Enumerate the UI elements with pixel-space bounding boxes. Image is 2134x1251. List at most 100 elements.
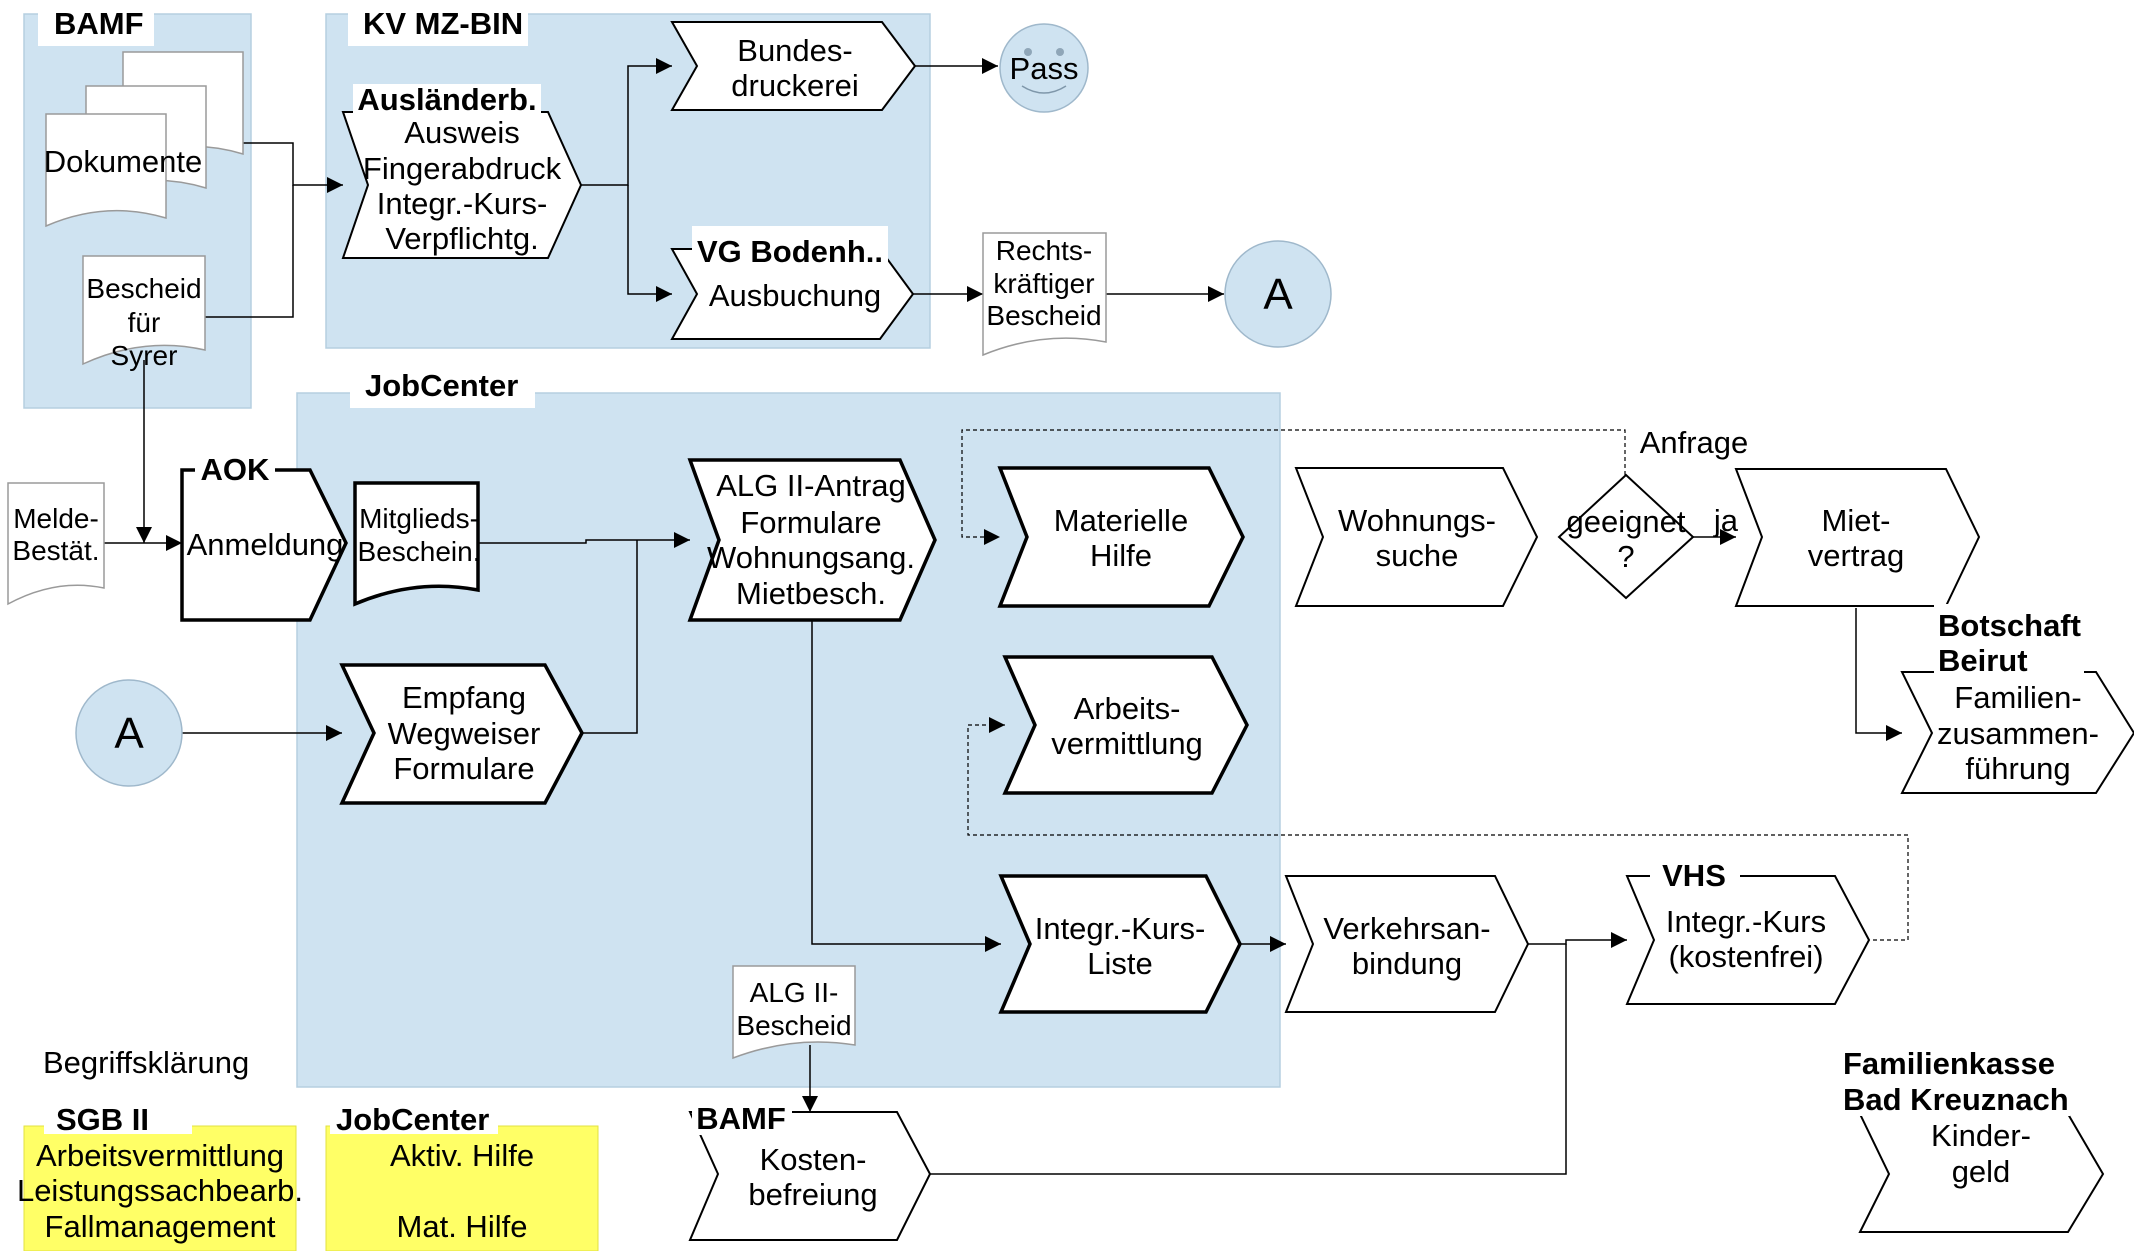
process-botschaft-beirut: Botschaft Beirut Familien- zusammen- füh… — [1900, 604, 2134, 794]
dashed-anfrage-to-materielle — [961, 429, 1626, 545]
svg-text:Beschein.: Beschein. — [358, 536, 481, 567]
legend-title: Begriffsklärung — [43, 1045, 249, 1080]
svg-text:Mietbesch.: Mietbesch. — [736, 576, 886, 611]
arrow-alg-to-ikliste — [811, 620, 1001, 952]
svg-text:Mat. Hilfe: Mat. Hilfe — [397, 1209, 528, 1244]
svg-text:Empfang: Empfang — [402, 680, 526, 715]
svg-text:ALG II-Antrag: ALG II-Antrag — [716, 468, 906, 503]
svg-text:Verkehrsan-: Verkehrsan- — [1323, 911, 1490, 946]
svg-text:vertrag: vertrag — [1808, 538, 1904, 573]
svg-text:geld: geld — [1952, 1154, 2011, 1189]
decision-geeignet: geeignet ? — [1557, 473, 1695, 600]
region-kv-title: KV MZ-BIN — [363, 6, 523, 41]
svg-text:VG Bodenh..: VG Bodenh.. — [697, 234, 883, 269]
svg-text:befreiung: befreiung — [748, 1177, 877, 1212]
circle-pass-label: Pass — [1010, 51, 1079, 86]
svg-text:Bad Kreuznach: Bad Kreuznach — [1843, 1082, 2069, 1117]
svg-text:Bestät.: Bestät. — [12, 535, 99, 566]
svg-text:Melde-: Melde- — [13, 503, 99, 534]
process-wohnungssuche: Wohnungs- suche — [1294, 467, 1539, 607]
legend-sgb-ii: SGB II Arbeitsvermittlung Leistungssachb… — [17, 1100, 303, 1251]
svg-text:Aktiv. Hilfe: Aktiv. Hilfe — [390, 1138, 534, 1173]
svg-text:Botschaft: Botschaft — [1938, 608, 2081, 643]
svg-text:Anmeldung: Anmeldung — [187, 527, 344, 562]
svg-text:?: ? — [1617, 539, 1634, 574]
svg-text:Ausweis: Ausweis — [404, 115, 519, 150]
svg-text:Bescheid: Bescheid — [86, 273, 201, 304]
svg-text:Bescheid: Bescheid — [986, 300, 1101, 331]
svg-text:BAMF: BAMF — [696, 1101, 786, 1136]
connector-a-top: A — [1224, 240, 1332, 348]
line-empfang-to-alg — [582, 540, 638, 734]
svg-text:AOK: AOK — [201, 452, 271, 487]
svg-text:Syrer: Syrer — [111, 340, 178, 371]
doc-meldebestaetigung: Melde- Bestät. — [7, 482, 105, 606]
svg-text:Integr.-Kurs-: Integr.-Kurs- — [1035, 911, 1206, 946]
line-bescheid-to-auslaender — [205, 185, 294, 318]
process-kostenbefreiung: BAMF Kosten- befreiung — [688, 1101, 932, 1241]
svg-text:Materielle: Materielle — [1054, 503, 1188, 538]
svg-text:Fallmanagement: Fallmanagement — [45, 1209, 276, 1244]
arrow-verkehr-to-vhs — [1528, 932, 1627, 948]
svg-text:Beirut: Beirut — [1938, 643, 2028, 678]
svg-text:Wohnungs-: Wohnungs- — [1338, 503, 1496, 538]
doc-bescheid-syrer: Bescheid für Syrer — [82, 255, 206, 371]
legend-jobcenter: JobCenter Aktiv. Hilfe Mat. Hilfe — [325, 1100, 599, 1251]
process-aok-anmeldung: AOK Anmeldung — [180, 452, 348, 622]
doc-alg-bescheid: ALG II- Bescheid — [732, 965, 856, 1060]
process-mietvertrag: Miet- vertrag — [1734, 468, 1981, 607]
label-anfrage: Anfrage — [1640, 425, 1749, 460]
line-kosten-to-vhs — [930, 944, 1567, 1175]
svg-text:Familien-: Familien- — [1954, 680, 2081, 715]
svg-text:A: A — [114, 709, 144, 758]
process-bundesdruckerei: Bundes- druckerei — [670, 21, 917, 111]
process-kindergeld: Familienkasse Bad Kreuznach Kinder- geld — [1838, 1042, 2105, 1233]
svg-text:Miet-: Miet- — [1822, 503, 1891, 538]
process-integr-kurs-liste: Integr.-Kurs- Liste — [998, 874, 1242, 1014]
svg-text:Liste: Liste — [1087, 946, 1152, 981]
svg-text:SGB II: SGB II — [56, 1102, 149, 1137]
svg-text:Rechts-: Rechts- — [996, 235, 1092, 266]
arrow-to-bundesdruckerei — [581, 58, 672, 186]
svg-text:Fingerabdruck: Fingerabdruck — [363, 151, 562, 186]
svg-text:Integr.-Kurs-: Integr.-Kurs- — [377, 186, 548, 221]
circle-pass: Pass — [999, 23, 1089, 113]
svg-text:Verpflichtg.: Verpflichtg. — [385, 221, 538, 256]
svg-text:druckerei: druckerei — [731, 68, 859, 103]
connectors — [104, 58, 1909, 1175]
process-materielle-hilfe: Materielle Hilfe — [997, 466, 1245, 608]
svg-text:kräftiger: kräftiger — [993, 268, 1094, 299]
svg-text:Wegweiser: Wegweiser — [388, 716, 541, 751]
svg-text:für: für — [128, 307, 161, 338]
svg-text:ALG II-: ALG II- — [750, 977, 839, 1008]
dashed-vhs-to-arbeit — [967, 717, 1909, 941]
process-empfang: Empfang Wegweiser Formulare — [339, 663, 584, 805]
svg-text:suche: suche — [1376, 538, 1459, 573]
process-vg-bodenheim: VG Bodenh.. Ausbuchung — [670, 226, 915, 340]
svg-text:Kosten-: Kosten- — [760, 1142, 867, 1177]
svg-text:JobCenter: JobCenter — [336, 1102, 489, 1137]
svg-text:vermittlung: vermittlung — [1051, 726, 1203, 761]
svg-text:Hilfe: Hilfe — [1090, 538, 1152, 573]
svg-text:geeignet: geeignet — [1567, 504, 1686, 539]
svg-text:(kostenfrei): (kostenfrei) — [1668, 939, 1823, 974]
svg-text:Kinder-: Kinder- — [1931, 1118, 2031, 1153]
arrow-to-vg — [627, 185, 672, 302]
svg-text:Wohnungsang.: Wohnungsang. — [707, 540, 915, 575]
svg-text:Arbeits-: Arbeits- — [1074, 691, 1181, 726]
svg-text:VHS: VHS — [1662, 858, 1726, 893]
process-auslaender: Ausländerb. Ausweis Fingerabdruck Integr… — [341, 82, 583, 259]
svg-text:Formulare: Formulare — [740, 505, 881, 540]
svg-text:Mitglieds-: Mitglieds- — [359, 503, 479, 534]
process-verkehrsanbindung: Verkehrsan- bindung — [1284, 875, 1530, 1013]
svg-text:Arbeitsvermittlung: Arbeitsvermittlung — [36, 1138, 284, 1173]
process-vhs: VHS Integr.-Kurs (kostenfrei) — [1625, 858, 1871, 1005]
legend: Begriffsklärung SGB II Arbeitsvermittlun… — [17, 1045, 599, 1251]
svg-text:Ausländerb.: Ausländerb. — [357, 82, 536, 117]
svg-text:bindung: bindung — [1352, 946, 1462, 981]
arrow-mitglied-to-alg — [478, 532, 690, 548]
doc-rechtskraeftiger-bescheid: Rechts- kräftiger Bescheid — [982, 232, 1107, 357]
svg-text:Bescheid: Bescheid — [736, 1010, 851, 1041]
region-bamf-title: BAMF — [54, 6, 144, 41]
